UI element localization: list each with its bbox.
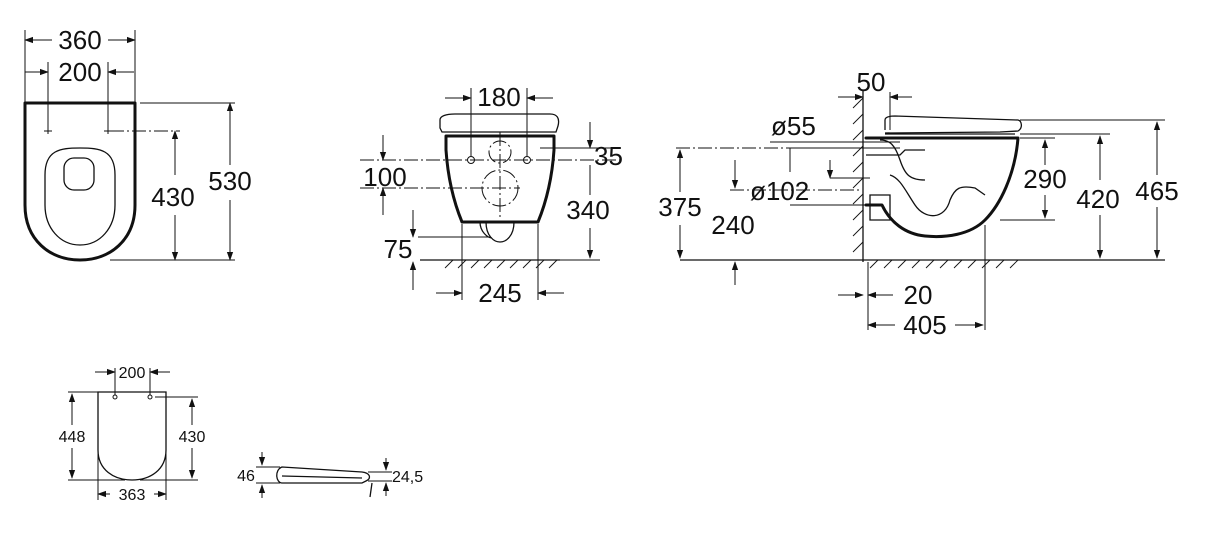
front-view: 360 200 430 530	[23, 25, 252, 262]
seat-dim-46: 46	[237, 468, 255, 485]
seat-dim-448: 448	[59, 429, 86, 446]
seat-top	[439, 113, 560, 133]
flush-opening	[63, 157, 95, 191]
floor-hatch	[444, 259, 558, 269]
side-view: 50 ø55 375 240 ø102 290 420	[658, 67, 1178, 340]
seat-dim-430: 430	[179, 429, 206, 446]
outlet	[485, 221, 515, 243]
dim-405: 405	[903, 310, 946, 340]
seat-side-view: 46 24,5	[237, 452, 423, 498]
rear-body	[444, 134, 556, 224]
dim-20: 20	[904, 280, 933, 310]
dim-375: 375	[658, 192, 701, 222]
rear-view: 180 35 100 340 75	[360, 82, 623, 308]
dim-530: 530	[208, 166, 251, 196]
dim-50: 50	[857, 67, 886, 97]
dim-240: 240	[711, 210, 754, 240]
dim-340: 340	[566, 195, 609, 225]
dim-180: 180	[477, 82, 520, 112]
seat-side-outline	[276, 466, 371, 484]
seat-outline	[97, 391, 167, 481]
dim-465: 465	[1135, 176, 1178, 206]
seat-dim-24-5: 24,5	[392, 469, 423, 486]
side-floor-hatch	[869, 259, 1019, 269]
wall-hatch	[852, 97, 864, 253]
side-bowl	[864, 136, 1020, 239]
dim-290: 290	[1023, 164, 1066, 194]
dim-360: 360	[58, 25, 101, 55]
dim-35: 35	[594, 141, 623, 171]
dim-430: 430	[151, 182, 194, 212]
seat-opening	[44, 147, 116, 246]
dim-dia-102: ø102	[750, 176, 809, 206]
dim-dia-55: ø55	[771, 111, 816, 141]
dim-75: 75	[384, 234, 413, 264]
dim-245: 245	[478, 278, 521, 308]
seat-dim-200: 200	[119, 365, 146, 382]
dim-200: 200	[58, 57, 101, 87]
side-seat	[884, 115, 1023, 134]
dim-420: 420	[1076, 184, 1119, 214]
dim-100: 100	[363, 162, 406, 192]
bowl-outline	[23, 101, 137, 262]
seat-front-view: 200 448 430 363	[59, 365, 206, 504]
seat-dim-363: 363	[119, 487, 146, 504]
